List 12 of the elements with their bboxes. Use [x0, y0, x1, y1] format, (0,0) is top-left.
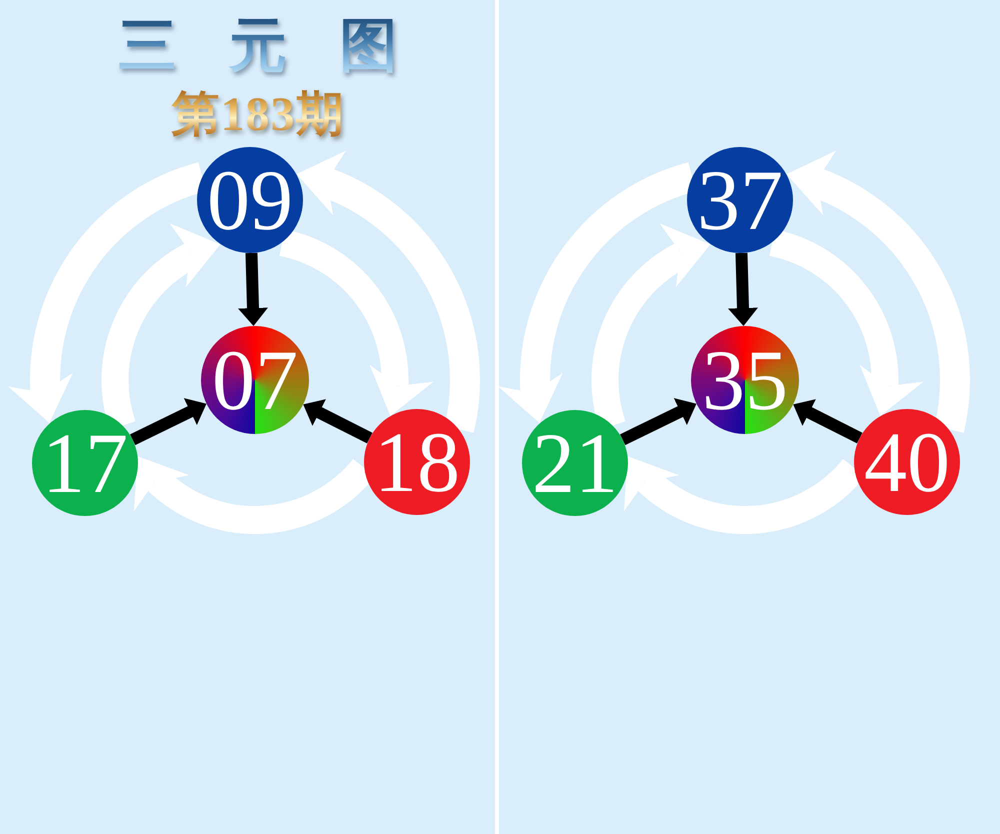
number-text: 37: [697, 157, 783, 243]
number-text: 35: [702, 337, 788, 423]
number-text: 40: [864, 419, 950, 505]
arrow: [728, 252, 758, 326]
number-text: 07: [212, 337, 298, 423]
arrow: [238, 252, 268, 326]
number-text: 18: [374, 419, 460, 505]
curved-arrow: [278, 230, 432, 418]
number-text: 09: [207, 157, 293, 243]
number-text: 17: [42, 420, 128, 506]
number-text: 21: [532, 420, 618, 506]
curved-arrow: [768, 230, 922, 418]
